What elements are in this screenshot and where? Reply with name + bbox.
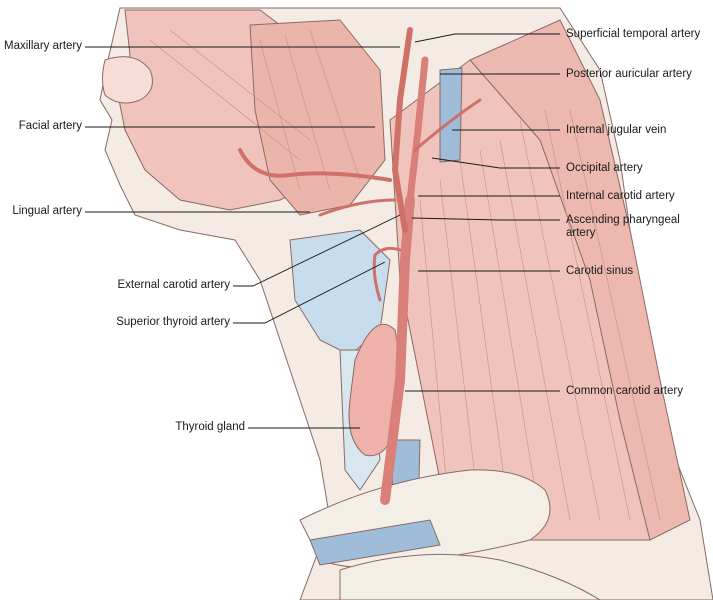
facial-artery-vessel xyxy=(238,148,392,182)
internal-jugular-vein-upper xyxy=(439,67,463,163)
label-common-carotid-artery: Common carotid artery xyxy=(566,385,683,397)
lips xyxy=(102,56,153,104)
label-facial-artery: Facial artery xyxy=(18,120,82,132)
internal-carotid-artery-vessel xyxy=(406,56,429,204)
label-internal-carotid-artery: Internal carotid artery xyxy=(566,190,675,202)
external-carotid-artery-vessel xyxy=(391,27,413,233)
leader-lines-right xyxy=(405,33,560,392)
label-ascending-pharyngeal-line2: artery xyxy=(566,227,596,239)
label-maxillary-artery: Maxillary artery xyxy=(4,40,82,52)
label-superficial-temporal-artery: Superficial temporal artery xyxy=(566,28,701,40)
leader-lines-left xyxy=(85,46,401,429)
first-rib xyxy=(339,553,601,600)
label-ascending-pharyngeal-artery: Ascending pharyngeal artery xyxy=(566,214,680,240)
label-posterior-auricular-artery: Posterior auricular artery xyxy=(566,68,692,80)
label-external-carotid-artery: External carotid artery xyxy=(117,279,231,291)
label-internal-jugular-vein: Internal jugular vein xyxy=(566,124,667,136)
label-carotid-sinus: Carotid sinus xyxy=(566,265,634,277)
occipital-artery-vessel xyxy=(413,98,482,152)
label-lingual-artery: Lingual artery xyxy=(12,205,82,217)
label-superior-thyroid-artery: Superior thyroid artery xyxy=(116,316,230,328)
label-thyroid-gland: Thyroid gland xyxy=(175,421,245,433)
subclavian-vein xyxy=(309,519,441,566)
lingual-artery-vessel xyxy=(318,198,397,217)
label-ascending-pharyngeal-line1: Ascending pharyngeal xyxy=(566,214,680,226)
posterior-neck-muscles xyxy=(469,19,691,541)
label-occipital-artery: Occipital artery xyxy=(566,162,643,174)
superior-thyroid-artery-vessel xyxy=(372,246,402,302)
muscle-fibres xyxy=(149,29,661,521)
